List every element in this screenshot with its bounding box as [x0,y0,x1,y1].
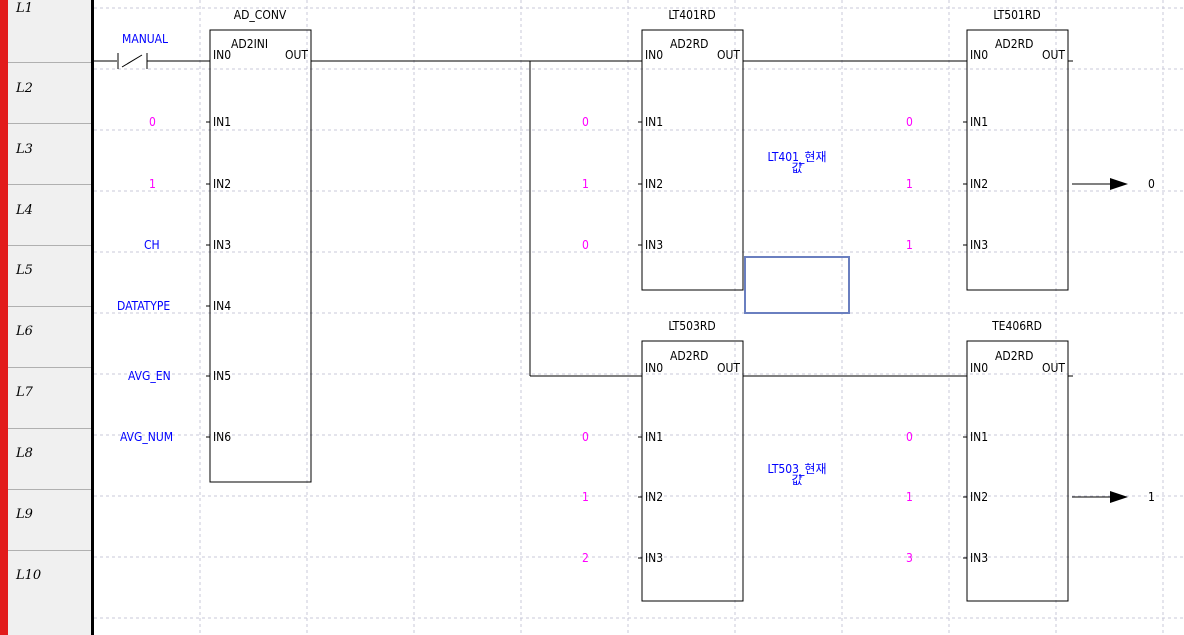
line-separator [8,62,91,63]
editor-grid [94,0,1184,635]
output-value[interactable]: 1 [1148,490,1155,504]
variable-input[interactable]: AVG_EN [128,369,171,383]
constant-input[interactable]: 1 [906,490,913,504]
line-separator [8,550,91,551]
variable-input[interactable]: DATATYPE [117,299,171,313]
pin-label: IN3 [970,238,989,252]
output-pin-label: OUT [1042,48,1065,62]
contact-label-manual[interactable]: MANUAL [122,32,169,46]
function-block-ad-conv[interactable] [209,29,312,483]
instance-name[interactable]: TE406RD [992,319,1042,333]
constant-input[interactable]: 2 [582,551,589,565]
line-separator [8,184,91,185]
constant-input[interactable]: 3 [906,551,913,565]
line-separator [8,245,91,246]
constant-input[interactable]: 1 [582,177,589,191]
output-arrow-icon [1110,491,1128,503]
line-label-5[interactable]: L5 [16,263,33,278]
constant-input[interactable]: 0 [582,115,589,129]
nc-contact-manual[interactable] [94,53,210,69]
constant-input[interactable]: 1 [906,238,913,252]
line-label-2[interactable]: L2 [16,81,33,96]
instance-name[interactable]: LT501RD [993,8,1041,22]
left-power-rail-marker [0,0,8,635]
pin-label: IN2 [213,177,232,191]
function-block-lt501rd[interactable] [966,29,1069,291]
pin-label: IN1 [970,115,989,129]
line-label-9[interactable]: L9 [16,507,33,522]
pin-label: IN1 [970,430,989,444]
variable-input[interactable]: CH [144,238,160,252]
pin-label: IN0 [645,48,664,62]
line-separator [8,367,91,368]
fb-type-label: AD2INI [231,37,269,51]
line-label-6[interactable]: L6 [16,324,33,339]
constant-input[interactable]: 0 [149,115,156,129]
constant-input[interactable]: 1 [582,490,589,504]
constant-input[interactable]: 0 [582,238,589,252]
output-pin-label: OUT [1042,361,1065,375]
instance-name[interactable]: AD_CONV [233,8,287,22]
function-block-lt401rd[interactable] [641,29,744,291]
pin-label: IN0 [970,361,989,375]
pin-label: IN2 [645,177,664,191]
pin-label: IN2 [645,490,664,504]
line-separator [8,306,91,307]
line-label-10[interactable]: L10 [16,568,42,583]
function-block-te406rd[interactable] [966,340,1069,602]
pin-label: IN3 [213,238,232,252]
output-pin-label: OUT [717,48,740,62]
instance-name[interactable]: LT503RD [668,319,716,333]
line-label-8[interactable]: L8 [16,446,33,461]
pin-label: IN6 [213,430,232,444]
comment-lt503-current-value[interactable]: LT503_현재 값 [767,462,827,487]
pin-label: IN1 [645,115,664,129]
output-pin-label: OUT [717,361,740,375]
output-arrow-icon [1110,178,1128,190]
line-label-3[interactable]: L3 [16,142,33,157]
fb-type-label: AD2RD [995,37,1034,51]
constant-input[interactable]: 1 [149,177,156,191]
output-pin-label: OUT [285,48,308,62]
line-label-1[interactable]: L1 [16,1,33,16]
pin-label: IN0 [645,361,664,375]
pin-label: IN5 [213,369,232,383]
constant-input[interactable]: 1 [906,177,913,191]
pin-label: IN2 [970,490,989,504]
wiring [206,60,1114,559]
pin-label: IN3 [645,238,664,252]
function-block-lt503rd[interactable] [641,340,744,602]
line-label-7[interactable]: L7 [16,385,33,400]
cell-cursor[interactable] [744,256,850,314]
output-value[interactable]: 0 [1148,177,1155,191]
pin-label: IN3 [645,551,664,565]
comment-lt401-current-value[interactable]: LT401_현재 값 [767,150,827,175]
line-separator [8,428,91,429]
constant-input[interactable]: 0 [906,430,913,444]
constant-input[interactable]: 0 [582,430,589,444]
variable-input[interactable]: AVG_NUM [120,430,174,444]
pin-label: IN2 [970,177,989,191]
pin-label: IN1 [213,115,232,129]
left-bus-bar [91,0,94,635]
pin-label: IN4 [213,299,232,313]
instance-name[interactable]: LT401RD [668,8,716,22]
line-separator [8,489,91,490]
constant-input[interactable]: 0 [906,115,913,129]
line-label-4[interactable]: L4 [16,203,33,218]
line-separator [8,123,91,124]
fb-type-label: AD2RD [995,349,1034,363]
pin-label: IN1 [645,430,664,444]
pin-label: IN0 [213,48,232,62]
pin-label: IN3 [970,551,989,565]
fb-type-label: AD2RD [670,37,709,51]
pin-label: IN0 [970,48,989,62]
line-number-gutter [0,0,94,635]
fb-type-label: AD2RD [670,349,709,363]
